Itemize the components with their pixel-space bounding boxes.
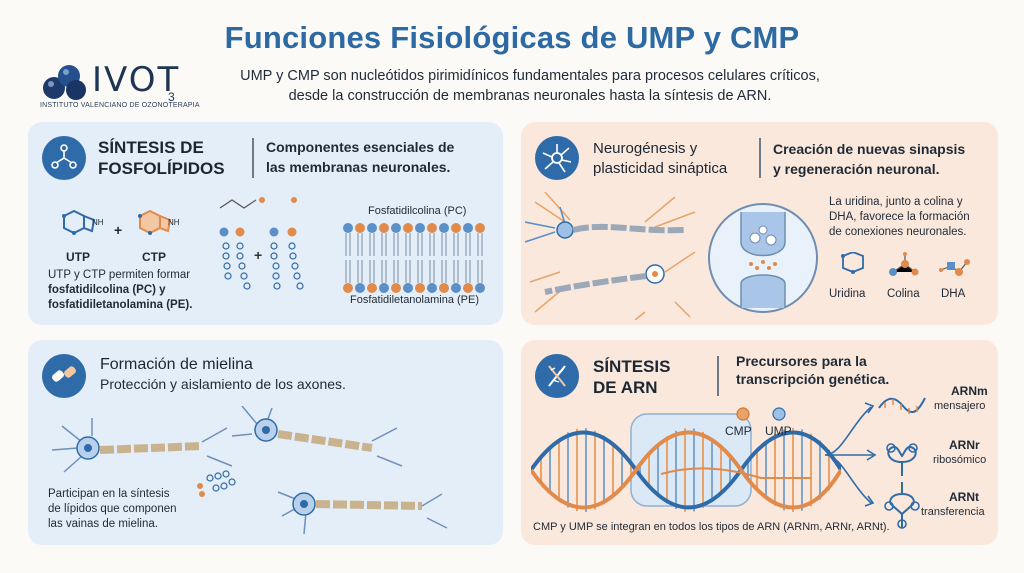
colina-molecule-icon (889, 252, 919, 276)
desc-line-2: las membranas neuronales. (266, 159, 451, 175)
body-line-1: La uridina, junto a colina y (829, 196, 963, 208)
trna-structure-icon (884, 482, 920, 529)
molecule-icon (42, 136, 86, 180)
logo-name: IVOT (92, 60, 181, 100)
page-title: Funciones Fisiológicas de UMP y CMP (224, 20, 800, 55)
title-line-1: Neurogénesis y (593, 140, 698, 157)
panel-subtitle: Protección y aislamiento de los axones. (100, 376, 346, 392)
panel-footer: CMP y UMP se integran en todos los tipos… (533, 521, 890, 533)
ctp-molecule-icon (138, 210, 172, 235)
title-line-2: plasticidad sináptica (593, 160, 728, 177)
title-line-2: FOSFOLÍPIDOS (98, 159, 225, 178)
title-line-2: DE ARN (593, 378, 658, 397)
panel-body: UTP y CTP permiten formar fosfatidilcoli… (48, 268, 192, 313)
title-line-1: SÍNTESIS DE (98, 138, 204, 157)
dna-double-helix-icon (531, 413, 841, 512)
arnm-label: ARNm (951, 384, 988, 398)
cmp-label: CMP (725, 424, 752, 438)
body-line-2: fosfatidilcolina (PC) y (48, 284, 166, 296)
phospholipid-chains-icon: + (219, 197, 304, 290)
utp-label: UTP (66, 250, 90, 264)
desc-line-1: Precursores para la (736, 353, 867, 369)
neurons-network-icon (525, 192, 696, 320)
pc-label: Fosfatidilcolina (PC) (368, 205, 467, 217)
svg-text:+: + (254, 247, 262, 263)
desc-line-1: Creación de nuevas sinapsis (773, 141, 966, 157)
ctp-label: CTP (142, 250, 166, 264)
panel-description: Creación de nuevas sinapsis y regeneraci… (773, 139, 965, 179)
utp-molecule-icon (62, 210, 96, 235)
body-line-2: DHA, favorece la formación (829, 211, 970, 223)
arnr-label: ARNr (949, 438, 980, 452)
body-line-3: fosfatidiletanolamina (PE). (48, 299, 193, 311)
panel-title: Formación de mielina (100, 356, 253, 373)
plus-sign: + (114, 222, 123, 238)
panel-title: SÍNTESIS DE ARN (593, 356, 670, 398)
panel-title: Neurogénesis y plasticidad sináptica (593, 139, 727, 179)
neuron-icon (535, 136, 579, 180)
divider (717, 356, 719, 396)
panel-description: Componentes esenciales de las membranas … (266, 137, 454, 177)
panel-description: Precursores para la transcripción genéti… (736, 352, 889, 388)
arnt-label: ARNt (949, 490, 979, 504)
panel-neurogenesis: Neurogénesis y plasticidad sináptica Cre… (521, 122, 998, 325)
ump-label: UMP (765, 424, 792, 438)
page-subtitle: UMP y CMP son nucleótidos pirimidínicos … (190, 66, 870, 106)
pe-label: Fosfatidiletanolamina (PE) (350, 294, 480, 306)
desc-line-2: transcripción genética. (736, 371, 890, 387)
divider (759, 138, 761, 178)
arnm-sublabel: mensajero (934, 400, 986, 412)
panel-title: SÍNTESIS DE FOSFOLÍPIDOS (98, 137, 225, 179)
logo-subscript: 3 (168, 90, 175, 104)
title-line-1: SÍNTESIS (593, 357, 671, 376)
desc-line-1: Componentes esenciales de (266, 139, 455, 155)
ctp-nh-label: NH (168, 218, 180, 227)
ump-nucleotide-icon (772, 407, 786, 421)
panel-phospholipid-synthesis: SÍNTESIS DE FOSFOLÍPIDOS Componentes ese… (28, 122, 503, 325)
dna-helix-icon (535, 354, 579, 398)
synapse-zoom-icon (708, 203, 818, 313)
membrane-bilayer-icon (343, 223, 485, 293)
colina-label: Colina (887, 288, 920, 300)
cmp-nucleotide-icon (736, 407, 750, 421)
panel-body: La uridina, junto a colina y DHA, favore… (829, 195, 970, 240)
dha-label: DHA (941, 288, 966, 300)
arnr-sublabel: ribosómico (933, 454, 987, 466)
uridina-molecule-icon (841, 252, 864, 274)
rrna-structure-icon (886, 443, 918, 476)
panel-myelin-formation: Formación de mielina Protección y aislam… (28, 340, 503, 545)
subtitle-line-2: desde la construcción de membranas neuro… (288, 88, 772, 104)
body-line-1: Participan en la síntesis (48, 488, 170, 500)
branch-arrows-icon (824, 402, 877, 507)
ivot-logo: IVOT 3 INSTITUTO VALENCIANO DE OZONOTERA… (40, 60, 220, 114)
desc-line-2: y regeneración neuronal. (773, 161, 940, 177)
panel-body: Participan en la síntesis de lípidos que… (48, 487, 177, 532)
body-line-3: las vainas de mielina. (48, 518, 158, 530)
myelinated-neurons-icon (51, 406, 448, 535)
logo-tagline: INSTITUTO VALENCIANO DE OZONOTERAPIA (40, 102, 200, 109)
mrna-strand-icon (878, 397, 926, 414)
logo-spheres-icon (43, 65, 86, 100)
dha-molecule-icon (939, 259, 970, 276)
body-line-1: UTP y CTP permiten formar (48, 269, 191, 281)
arnt-sublabel: transferencia (921, 506, 985, 518)
body-line-2: de lípidos que componen (48, 503, 177, 515)
myelin-axon-icon (42, 354, 86, 398)
uridina-label: Uridina (829, 288, 866, 300)
body-line-3: de conexiones neuronales. (829, 226, 967, 238)
panel-rna-synthesis: SÍNTESIS DE ARN Precursores para la tran… (521, 340, 998, 545)
utp-nh-label: NH (92, 218, 104, 227)
subtitle-line-1: UMP y CMP son nucleótidos pirimidínicos … (240, 68, 820, 84)
divider (252, 138, 254, 178)
